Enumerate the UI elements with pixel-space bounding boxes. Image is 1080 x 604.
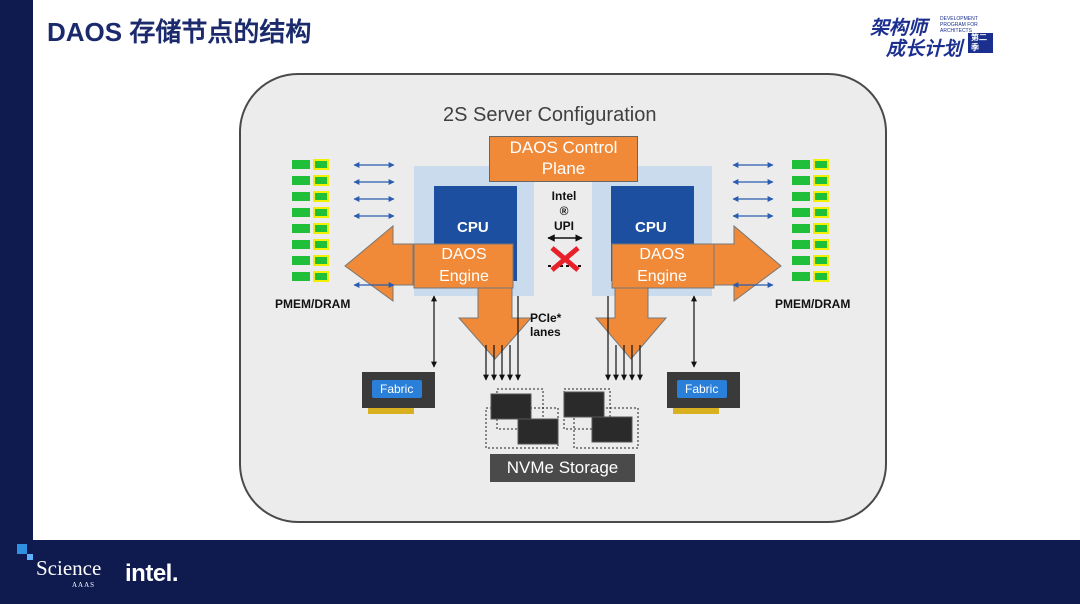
fabric-left-label: Fabric <box>380 382 414 396</box>
engine-left-arrow-down <box>457 287 533 360</box>
nvme-storage-label: NVMe Storage <box>490 454 635 482</box>
engine-left-box <box>413 243 514 289</box>
logo-season-tag: 第二季 <box>968 33 993 53</box>
pcie-lanes-right <box>605 296 643 381</box>
dimm-arrows-right <box>732 162 774 288</box>
server-diagram <box>239 73 887 523</box>
architect-program-logo: 架构师 成长计划 DEVELOPMENT PROGRAM FOR ARCHITE… <box>868 14 993 62</box>
upi-cross-icon <box>550 246 580 272</box>
dimm-bank-right <box>792 159 829 282</box>
intel-logo: intel. <box>125 560 179 587</box>
dimm-bank-left <box>292 159 329 282</box>
footer-square-small-icon <box>27 554 33 560</box>
pmem-left-label: PMEM/DRAM <box>275 297 351 311</box>
engine-right-arrow-down <box>594 287 668 360</box>
logo-main-text: 架构师 成长计划 <box>870 18 962 60</box>
server-config-title: 2S Server Configuration <box>443 104 657 126</box>
aaas-logo: AAAS <box>72 581 96 589</box>
logo-line2: 成长计划 <box>886 39 963 60</box>
logo-small-text: DEVELOPMENT PROGRAM FOR ARCHITECTS <box>940 16 978 34</box>
dimm-arrows-left <box>353 162 395 288</box>
cpu-left-label: CPU <box>457 219 489 236</box>
page-title: DAOS 存储节点的结构 <box>47 17 312 47</box>
pcie-label: PCIe* lanes <box>530 311 562 339</box>
science-logo: Science <box>36 556 102 580</box>
left-accent-bar <box>0 0 33 540</box>
upi-label: Intel ® UPI <box>551 189 577 233</box>
fabric-card-right <box>667 372 740 414</box>
footer-square-icon <box>17 544 27 554</box>
nvme-drives <box>490 391 633 445</box>
footer-bar <box>0 540 1080 604</box>
pcie-lanes-left <box>483 296 521 381</box>
engine-right-box <box>611 243 715 289</box>
cpu-right-label: CPU <box>635 219 667 236</box>
engine-right-label: DAOS Engine <box>637 246 687 285</box>
engine-left-label: DAOS Engine <box>439 246 489 285</box>
fabric-right-label: Fabric <box>685 382 719 396</box>
logo-line1: 架构师 <box>870 18 928 39</box>
daos-control-plane: DAOS Control Plane <box>489 136 638 182</box>
pmem-right-label: PMEM/DRAM <box>775 297 851 311</box>
fabric-card-left <box>362 372 435 414</box>
